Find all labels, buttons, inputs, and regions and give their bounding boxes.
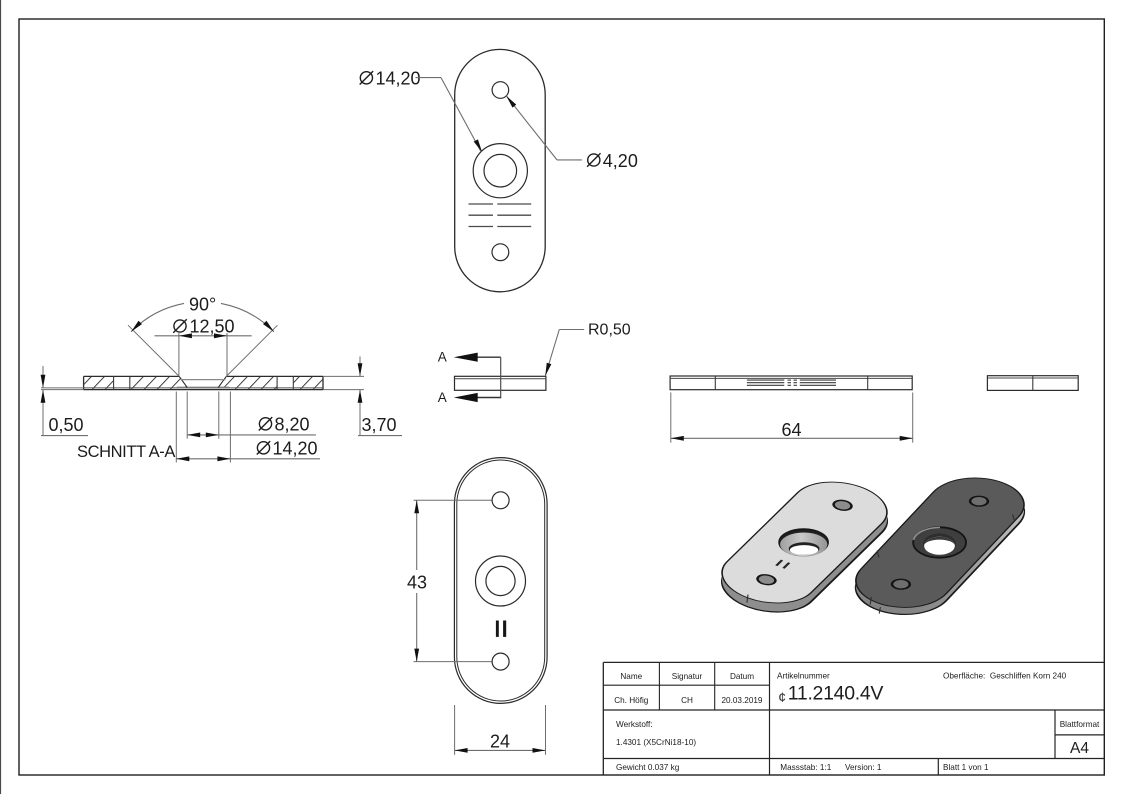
svg-text:Blattformat: Blattformat (1060, 720, 1100, 729)
svg-text:4,20: 4,20 (603, 151, 638, 171)
svg-text:Werkstoff:: Werkstoff: (616, 720, 653, 729)
svg-text:Oberfläche: Geschliffen Korn: Oberfläche: Geschliffen Korn 240 (943, 672, 1067, 681)
svg-text:CH: CH (681, 696, 693, 705)
svg-text:8,20: 8,20 (275, 415, 310, 435)
svg-text:Version: 1: Version: 1 (845, 763, 882, 772)
svg-text:A: A (438, 349, 447, 364)
svg-text:Gewicht 0.037 kg: Gewicht 0.037 kg (616, 763, 680, 772)
svg-text:20.03.2019: 20.03.2019 (722, 696, 763, 705)
svg-text:Signatur: Signatur (672, 672, 703, 681)
svg-text:Datum: Datum (730, 672, 754, 681)
svg-text:43: 43 (407, 572, 427, 592)
svg-text:Name: Name (620, 672, 642, 681)
svg-text:14,20: 14,20 (273, 439, 318, 459)
svg-text:90°: 90° (189, 295, 216, 315)
svg-text:64: 64 (781, 420, 801, 440)
svg-text:3,70: 3,70 (362, 415, 397, 435)
svg-text:0,50: 0,50 (49, 415, 84, 435)
svg-text:11.2140.4V: 11.2140.4V (788, 682, 884, 704)
svg-text:Ch. Höfig: Ch. Höfig (614, 696, 649, 705)
svg-text:Massstab: 1:1: Massstab: 1:1 (780, 763, 831, 772)
svg-text:R0,50: R0,50 (588, 322, 631, 339)
svg-text:12,50: 12,50 (190, 317, 235, 337)
svg-text:SCHNITT A-A: SCHNITT A-A (77, 443, 175, 461)
svg-text:A: A (438, 390, 447, 405)
svg-text:14,20: 14,20 (376, 69, 421, 89)
svg-text:1.4301 (X5CrNi18-10): 1.4301 (X5CrNi18-10) (616, 738, 696, 747)
svg-text:A4: A4 (1070, 740, 1089, 757)
svg-text:¢: ¢ (778, 689, 786, 705)
svg-text:24: 24 (490, 731, 510, 751)
svg-text:Blatt 1 von 1: Blatt 1 von 1 (943, 763, 989, 772)
svg-text:Artikelnummer: Artikelnummer (777, 672, 830, 681)
